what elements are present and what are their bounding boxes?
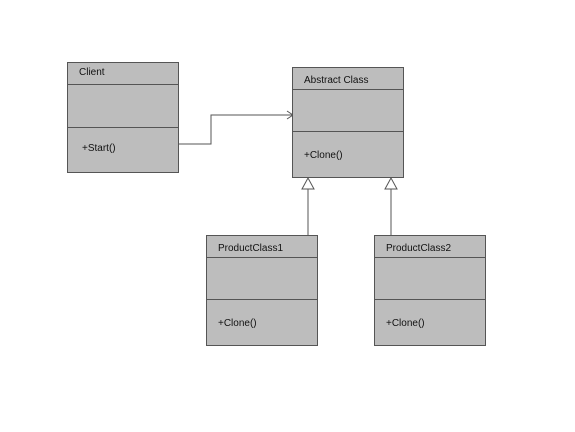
class-name-client: Client: [79, 67, 105, 78]
class-operations-abstract: +Clone(): [304, 150, 343, 161]
class-divider: [207, 299, 317, 300]
class-name-product1: ProductClass1: [218, 243, 284, 254]
class-product1[interactable]: ProductClass1 +Clone(): [206, 235, 318, 346]
class-client[interactable]: Client +Start(): [67, 62, 179, 173]
generalization-triangle-product1: [301, 176, 315, 190]
class-operations-client: +Start(): [82, 143, 116, 154]
class-operations-product1: +Clone(): [218, 318, 257, 329]
class-divider: [375, 299, 485, 300]
generalization-triangle-product2: [384, 176, 398, 190]
class-name-product2: ProductClass2: [386, 243, 452, 254]
class-divider: [68, 84, 178, 85]
class-divider: [293, 89, 403, 90]
class-name-abstract: Abstract Class: [304, 75, 369, 86]
class-divider: [293, 131, 403, 132]
class-divider: [207, 257, 317, 258]
class-operations-product2: +Clone(): [386, 318, 425, 329]
class-abstract[interactable]: Abstract Class +Clone(): [292, 67, 404, 178]
class-product2[interactable]: ProductClass2 +Clone(): [374, 235, 486, 346]
association-connector: [178, 114, 293, 145]
class-divider: [68, 127, 178, 128]
class-divider: [375, 257, 485, 258]
